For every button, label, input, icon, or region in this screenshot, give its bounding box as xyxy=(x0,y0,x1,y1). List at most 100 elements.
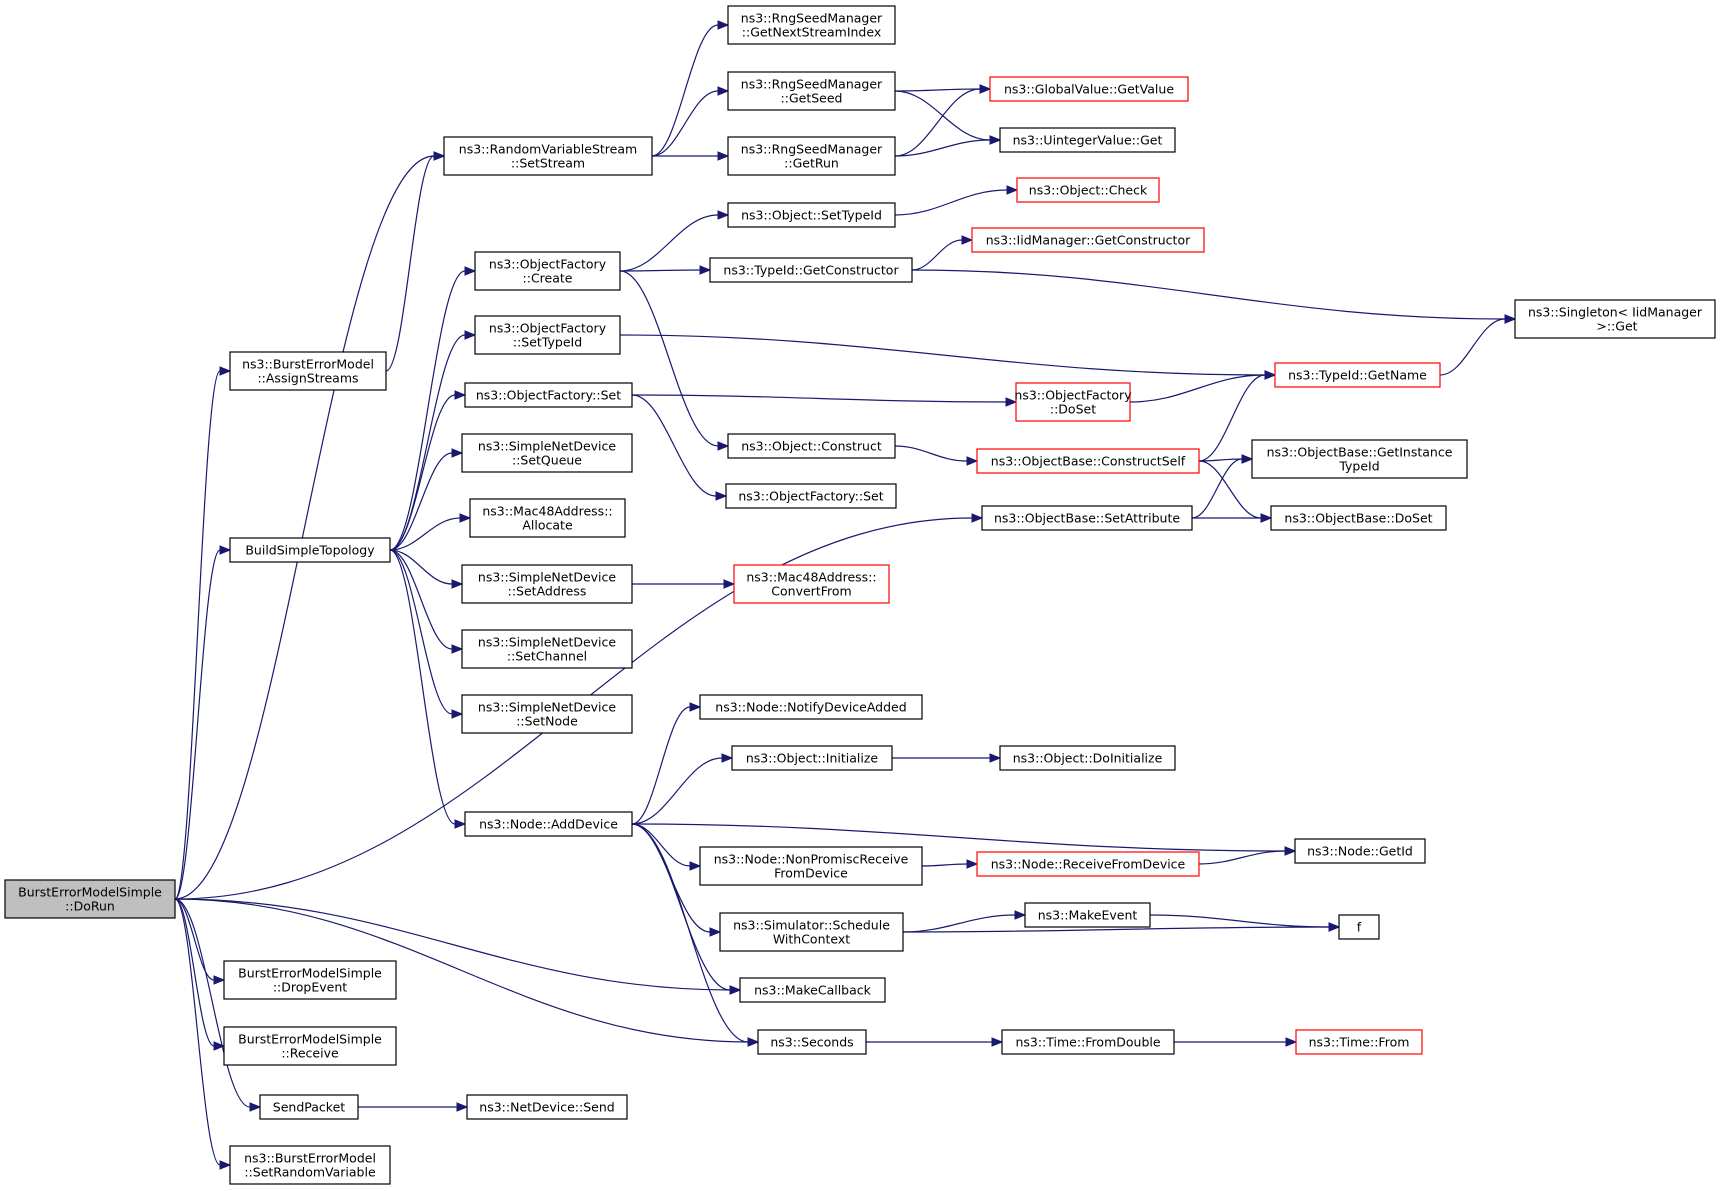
node-setStream[interactable]: ns3::RandomVariableStream::SetStream xyxy=(443,136,653,176)
node-box[interactable] xyxy=(461,564,633,604)
node-box[interactable] xyxy=(464,382,633,408)
node-netDevSend[interactable]: ns3::NetDevice::Send xyxy=(466,1094,628,1120)
node-box[interactable] xyxy=(223,960,397,1000)
node-rngGetRun[interactable]: ns3::RngSeedManager::GetRun xyxy=(727,136,896,176)
node-ofCreate[interactable]: ns3::ObjectFactory::Create xyxy=(474,251,621,291)
node-box[interactable] xyxy=(1251,439,1468,479)
node-box[interactable] xyxy=(443,136,653,176)
node-box[interactable] xyxy=(699,846,923,886)
node-box[interactable] xyxy=(976,448,1200,474)
node-sndSetChannel[interactable]: ns3::SimpleNetDevice::SetChannel xyxy=(461,629,633,669)
node-objSetTypeId[interactable]: ns3::Object::SetTypeId xyxy=(727,202,896,228)
node-f[interactable]: f xyxy=(1338,914,1380,940)
node-nodeRecvFromDev[interactable]: ns3::Node::ReceiveFromDevice xyxy=(976,851,1200,877)
node-box[interactable] xyxy=(4,879,176,919)
node-ofSet[interactable]: ns3::ObjectFactory::Set xyxy=(464,382,633,408)
node-box[interactable] xyxy=(223,1026,397,1066)
node-box[interactable] xyxy=(469,498,626,538)
node-box[interactable] xyxy=(971,227,1205,253)
node-objConstruct[interactable]: ns3::Object::Construct xyxy=(727,433,896,459)
node-sndSetQueue[interactable]: ns3::SimpleNetDevice::SetQueue xyxy=(461,433,633,473)
node-rngNextStream[interactable]: ns3::RngSeedManager::GetNextStreamIndex xyxy=(727,5,896,45)
node-box[interactable] xyxy=(727,71,896,111)
node-nodeNotify[interactable]: ns3::Node::NotifyDeviceAdded xyxy=(699,694,923,720)
node-receive[interactable]: BurstErrorModelSimple::Receive xyxy=(223,1026,397,1066)
node-box[interactable] xyxy=(474,315,621,355)
node-dropEvent[interactable]: BurstErrorModelSimple::DropEvent xyxy=(223,960,397,1000)
node-box[interactable] xyxy=(1514,299,1716,339)
node-box[interactable] xyxy=(1295,1029,1423,1055)
node-uintGet[interactable]: ns3::UintegerValue::Get xyxy=(999,127,1176,153)
node-doRun[interactable]: BurstErrorModelSimple::DoRun xyxy=(4,879,176,919)
node-box[interactable] xyxy=(1024,902,1151,928)
node-box[interactable] xyxy=(725,483,897,509)
node-nodeGetId[interactable]: ns3::Node::GetId xyxy=(1294,838,1426,864)
node-box[interactable] xyxy=(461,433,633,473)
node-iidGetCtor[interactable]: ns3::IidManager::GetConstructor xyxy=(971,227,1205,253)
node-box[interactable] xyxy=(1016,177,1160,203)
node-box[interactable] xyxy=(466,1094,628,1120)
node-setRandomVar[interactable]: ns3::BurstErrorModel::SetRandomVariable xyxy=(229,1145,391,1185)
node-singletonGet[interactable]: ns3::Singleton< IidManager >::Get xyxy=(1514,299,1716,339)
node-box[interactable] xyxy=(981,505,1193,531)
node-box[interactable] xyxy=(989,76,1189,102)
node-obConstructSelf[interactable]: ns3::ObjectBase::ConstructSelf xyxy=(976,448,1200,474)
node-timeFromDouble[interactable]: ns3::Time::FromDouble xyxy=(1001,1029,1175,1055)
node-box[interactable] xyxy=(727,433,896,459)
node-box[interactable] xyxy=(999,127,1176,153)
node-ofDoSet[interactable]: ns3::ObjectFactory::DoSet xyxy=(1014,382,1132,422)
node-box[interactable] xyxy=(229,537,391,563)
node-macAllocate[interactable]: ns3::Mac48Address::Allocate xyxy=(469,498,626,538)
node-box[interactable] xyxy=(727,202,896,228)
node-assignStreams[interactable]: ns3::BurstErrorModel::AssignStreams xyxy=(229,351,387,391)
node-box[interactable] xyxy=(229,351,387,391)
node-box[interactable] xyxy=(739,977,886,1003)
node-box[interactable] xyxy=(727,5,896,45)
node-rngGetSeed[interactable]: ns3::RngSeedManager::GetSeed xyxy=(727,71,896,111)
node-ofSetTypeId[interactable]: ns3::ObjectFactory::SetTypeId xyxy=(474,315,621,355)
node-seconds[interactable]: ns3::Seconds xyxy=(757,1029,867,1055)
node-box[interactable] xyxy=(1001,1029,1175,1055)
node-box[interactable] xyxy=(976,851,1200,877)
node-box[interactable] xyxy=(1338,914,1380,940)
node-objDoInitialize[interactable]: ns3::Object::DoInitialize xyxy=(999,745,1176,771)
node-obDoSet[interactable]: ns3::ObjectBase::DoSet xyxy=(1270,505,1447,531)
node-sndSetAddress[interactable]: ns3::SimpleNetDevice::SetAddress xyxy=(461,564,633,604)
node-box[interactable] xyxy=(1274,362,1441,388)
node-box[interactable] xyxy=(1270,505,1447,531)
node-sndSetNode[interactable]: ns3::SimpleNetDevice::SetNode xyxy=(461,694,633,734)
node-box[interactable] xyxy=(1015,382,1131,422)
node-objInitialize[interactable]: ns3::Object::Initialize xyxy=(731,745,893,771)
node-makeCallback[interactable]: ns3::MakeCallback xyxy=(739,977,886,1003)
node-gvGetValue[interactable]: ns3::GlobalValue::GetValue xyxy=(989,76,1189,102)
node-typeIdGetName[interactable]: ns3::TypeId::GetName xyxy=(1274,362,1441,388)
node-box[interactable] xyxy=(733,564,890,604)
node-box[interactable] xyxy=(999,745,1176,771)
node-macConvertFrom[interactable]: ns3::Mac48Address::ConvertFrom xyxy=(733,564,890,604)
node-box[interactable] xyxy=(757,1029,867,1055)
node-makeEvent[interactable]: ns3::MakeEvent xyxy=(1024,902,1151,928)
node-objCheck[interactable]: ns3::Object::Check xyxy=(1016,177,1160,203)
node-box[interactable] xyxy=(461,694,633,734)
node-sendPacket[interactable]: SendPacket xyxy=(259,1094,359,1120)
node-obSetAttribute[interactable]: ns3::ObjectBase::SetAttribute xyxy=(981,505,1193,531)
node-box[interactable] xyxy=(699,694,923,720)
node-typeIdGetCtor[interactable]: ns3::TypeId::GetConstructor xyxy=(709,257,913,283)
node-box[interactable] xyxy=(719,912,904,952)
node-box[interactable] xyxy=(259,1094,359,1120)
node-box[interactable] xyxy=(731,745,893,771)
node-ofSet2[interactable]: ns3::ObjectFactory::Set xyxy=(725,483,897,509)
node-box[interactable] xyxy=(1294,838,1426,864)
node-box[interactable] xyxy=(474,251,621,291)
node-box[interactable] xyxy=(229,1145,391,1185)
node-timeFrom[interactable]: ns3::Time::From xyxy=(1295,1029,1423,1055)
node-box[interactable] xyxy=(709,257,913,283)
node-nodeAddDevice[interactable]: ns3::Node::AddDevice xyxy=(464,811,633,837)
node-box[interactable] xyxy=(461,629,633,669)
node-buildTopo[interactable]: BuildSimpleTopology xyxy=(229,537,391,563)
node-box[interactable] xyxy=(464,811,633,837)
node-box[interactable] xyxy=(727,136,896,176)
